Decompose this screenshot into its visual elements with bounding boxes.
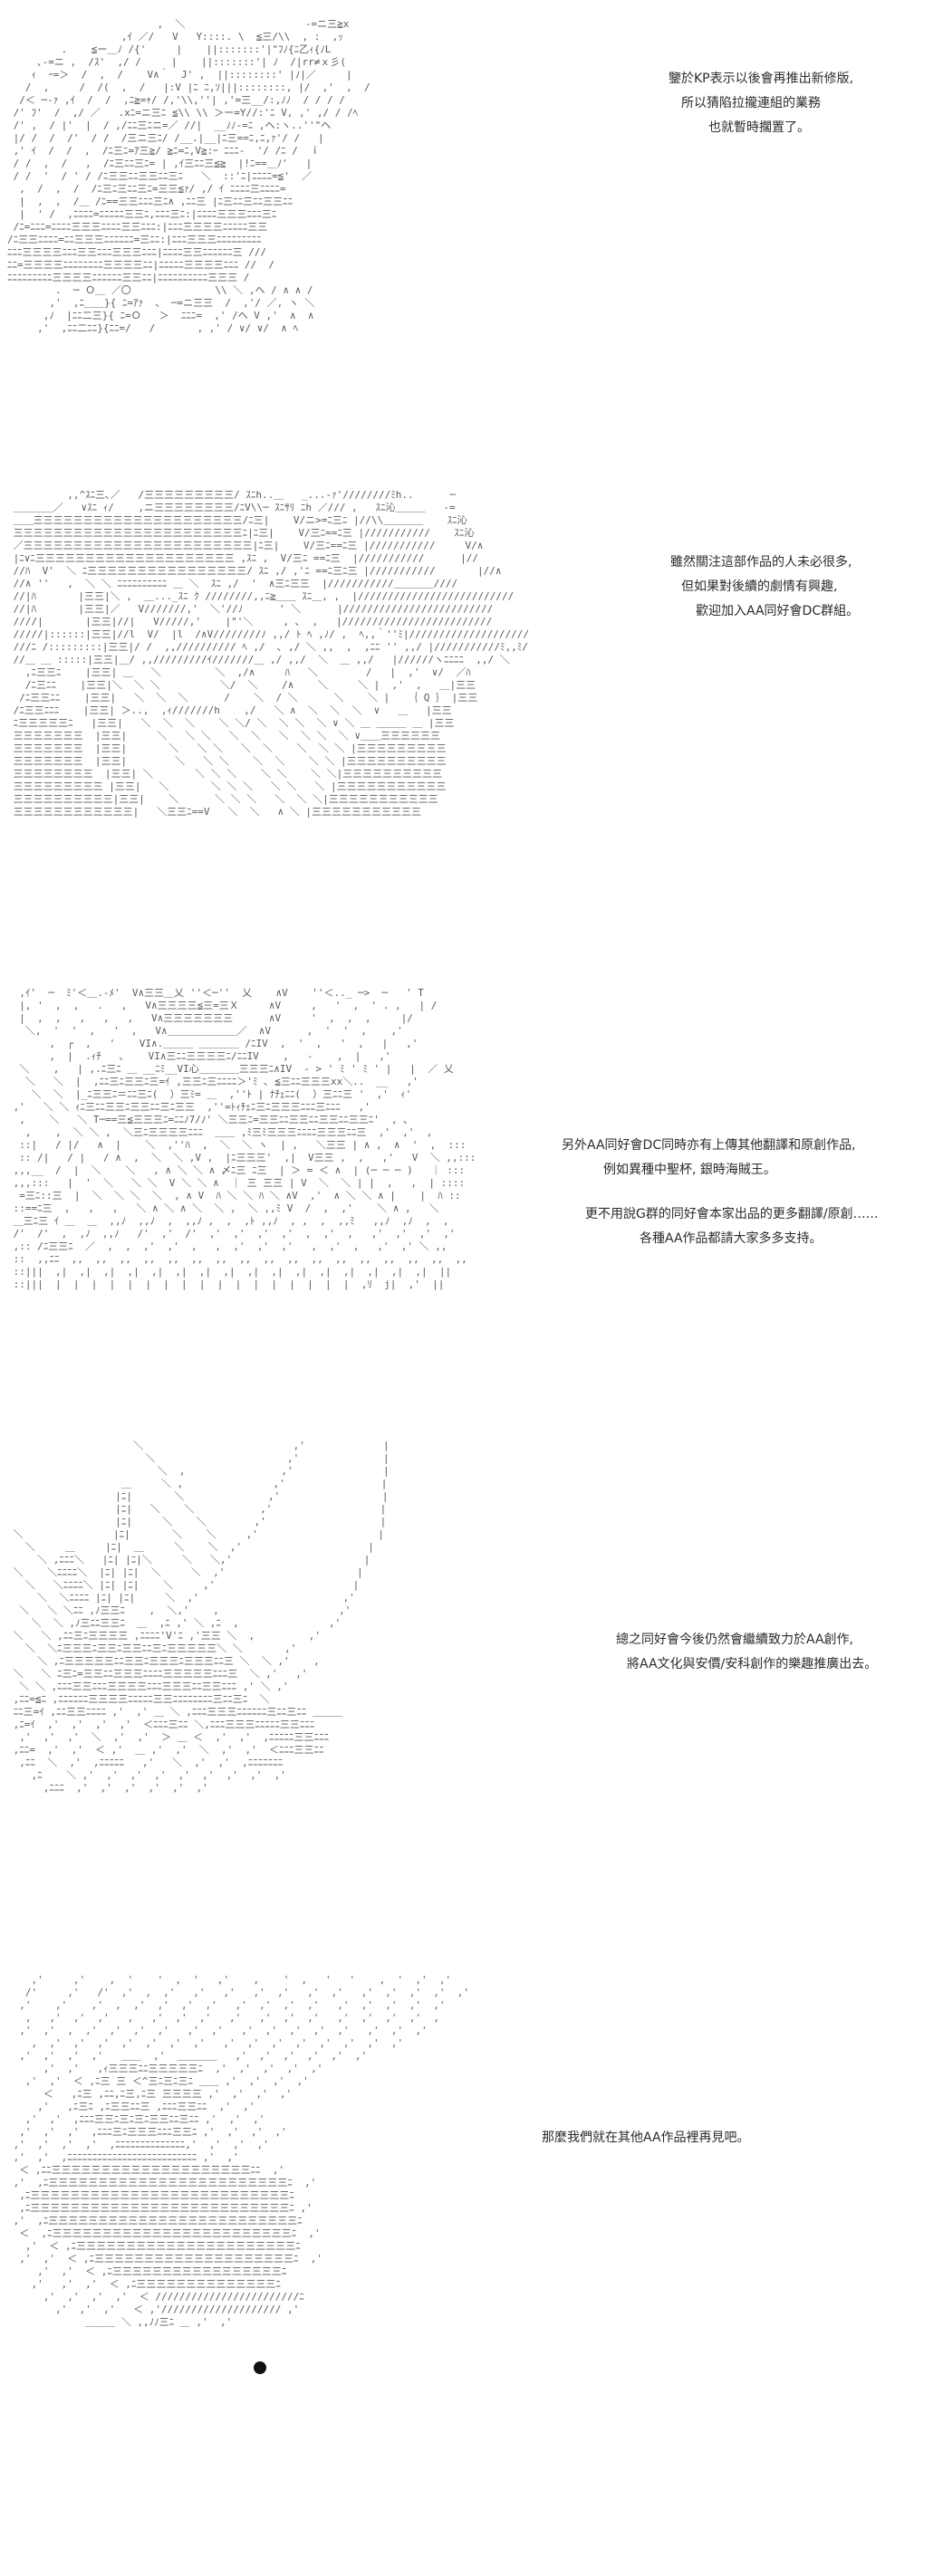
ascii-art-drawing: , ＼ -=ニ三≧x ,ｲ ／/ V Y::::. \ ≦三/\\ , : ,ｯ… (7, 18, 370, 334)
ascii-art-drawing: ,' ,' , ' ' , ' ,' , ' , ' ' , ' ,' ,' /… (13, 1974, 469, 2328)
caption-line: 所以猜陷拉攏連組的業務 (681, 96, 821, 110)
panel-3: ,ｲ' ─ ﾐ'＜＿.-ﾒ' V∧三三＿乂 ''＜─'' 乂 ∧V ''＜.._… (7, 987, 931, 1403)
caption-line: 也就暫時擱置了。 (708, 120, 810, 135)
panel-4: ＼ ,' | ＼ ,' | ＼ , ,' | ＿ ＼ , (7, 1440, 931, 1892)
panel-2: ,,^ｽﾆ三､／ /三三三三三三三三三/ ｽﾆh..＿ _...-ｧ'/////… (7, 489, 931, 915)
caption-line: 將AA文化與安價/安科創作的樂趣推廣出去。 (627, 1657, 878, 1671)
panel-5: ,' ,' , ' ' , ' ,' , ' , ' ' , ' ,' ,' /… (7, 1974, 931, 2499)
caption-line: 但如果對後續的劇情有興趣, (681, 579, 838, 594)
panel-2-caption: 雖然關注這部作品的人未必很多, 但如果對後續的劇情有興趣, 歡迎加入AA同好會D… (670, 551, 859, 624)
caption-line: 雖然關注這部作品的人未必很多, (670, 555, 852, 570)
panel-4-caption: 總之同好會今後仍然會繼續致力於AA創作, 將AA文化與安價/安科創作的樂趣推廣出… (616, 1628, 877, 1677)
caption-line: 歡迎加入AA同好會DC群組。 (696, 604, 860, 618)
caption-line: 總之同好會今後仍然會繼續致力於AA創作, (616, 1633, 853, 1647)
caption-line: 鑒於KP表示以後會再推出新修版, (669, 72, 854, 86)
ascii-art-drawing: ,,^ｽﾆ三､／ /三三三三三三三三三/ ｽﾆh..＿ _...-ｧ'/////… (13, 489, 529, 818)
black-dot-mark (254, 2361, 266, 2374)
caption-line: 例如異種中聖杯, 銀時海賊王。 (603, 1163, 776, 1177)
ascii-art-drawing: ＼ ,' | ＼ ,' | ＼ , ,' | ＿ ＼ , (13, 1440, 390, 1794)
panel-1-caption: 鑒於KP表示以後會再推出新修版, 所以猜陷拉攏連組的業務 也就暫時擱置了。 (669, 67, 853, 140)
ascii-art-drawing: ,ｲ' ─ ﾐ'＜＿.-ﾒ' V∧三三＿乂 ''＜─'' 乂 ∧V ''＜.._… (13, 987, 476, 1290)
caption-line: 另外AA同好會DC同時亦有上傳其他翻譯和原創作品, (562, 1138, 856, 1153)
caption-line: 那麼我們就在其他AA作品裡再見吧。 (542, 2131, 750, 2145)
panel-1: , ＼ -=ニ三≧x ,ｲ ／/ V Y::::. \ ≦三/\\ , : ,ｯ… (7, 18, 931, 417)
caption-line: 各種AA作品都請大家多多支持。 (640, 1231, 823, 1246)
caption-line: 更不用說G群的同好會本家出品的更多翻譯/原創…… (585, 1207, 879, 1221)
panel-3-caption: 另外AA同好會DC同時亦有上傳其他翻譯和原創作品, 例如異種中聖杯, 銀時海賊王… (562, 1134, 879, 1251)
panel-5-caption: 那麼我們就在其他AA作品裡再見吧。 (542, 2126, 750, 2150)
